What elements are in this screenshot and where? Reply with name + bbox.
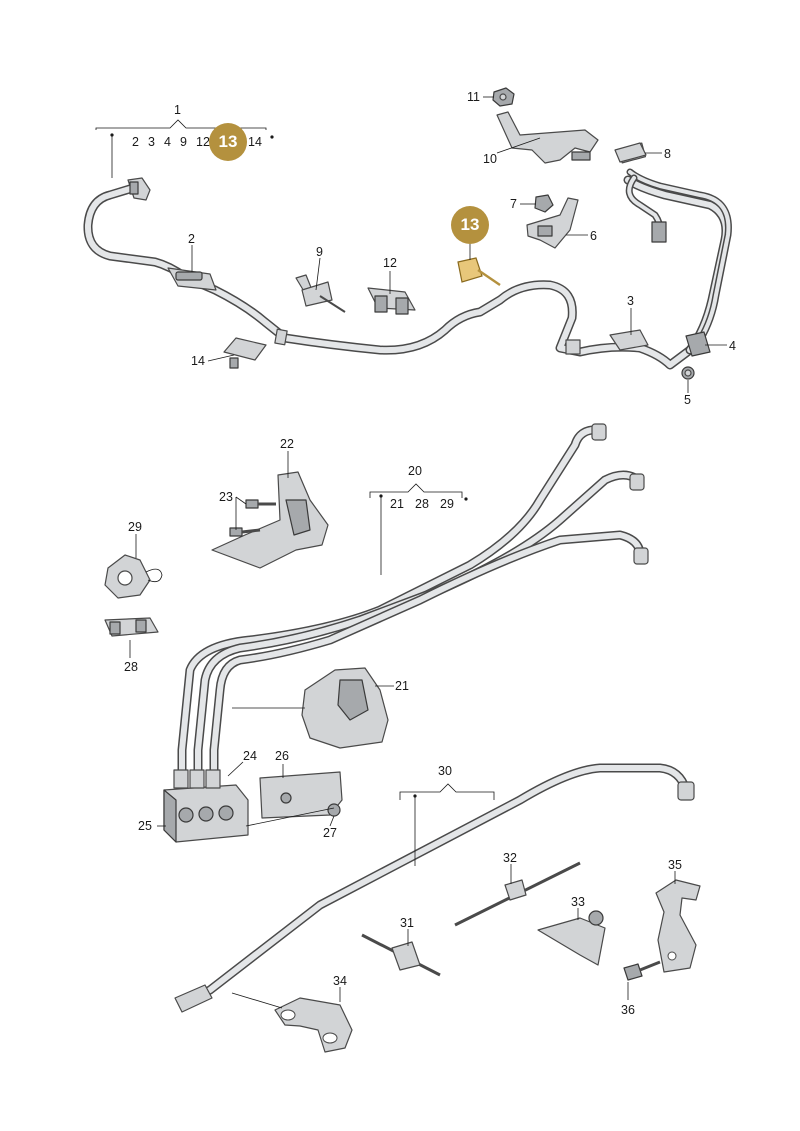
label-group1-4: 4 [164,135,171,149]
part-21-bracket [301,667,389,749]
part-13-cable-tie [457,257,501,286]
label-group20-21: 21 [390,497,404,511]
label-part-20: 20 [408,464,422,478]
brake-line-30 [174,763,695,1013]
part-11-nut [492,87,515,107]
part-35-bracket [655,879,701,973]
label-part-28: 28 [124,660,138,674]
label-group1-3: 3 [148,135,155,149]
label-part-6: 6 [590,229,597,243]
part-6-bracket [526,197,579,249]
label-part-32: 32 [503,851,517,865]
label-part-36: 36 [621,1003,635,1017]
label-group1-14: 14 [248,135,262,149]
part-22-bracket [211,471,329,569]
label-part-29: 29 [128,520,142,534]
part-10-bracket [496,111,599,164]
label-part-9: 9 [316,245,323,259]
label-part-25: 25 [138,819,152,833]
part-28-clip [104,617,159,637]
part-32-tie [454,861,581,927]
label-part-23: 23 [219,490,233,504]
label-part-1: 1 [174,103,181,117]
label-part-8: 8 [664,147,671,161]
label-part-24: 24 [243,749,257,763]
part-36-bolt [623,960,661,981]
part-29-bracket [104,554,163,599]
part-25-block [163,769,249,843]
part-34-bracket [274,997,353,1053]
label-group1-2: 2 [132,135,139,149]
label-part-10: 10 [483,152,497,166]
label-part-5: 5 [684,393,691,407]
label-part-11: 11 [467,90,480,104]
part-31-tie [361,933,441,977]
label-group20-29: 29 [440,497,454,511]
label-part-35: 35 [668,858,682,872]
part-9-tie [295,274,346,313]
label-part-31: 31 [400,916,414,930]
line-clips [274,142,711,357]
label-group1-9: 9 [180,135,187,149]
part-5-nut [681,366,695,380]
label-part-33: 33 [571,895,585,909]
label-part-14: 14 [191,354,205,368]
leader-lines [95,96,727,1009]
brake-lines-20 [177,425,645,780]
part-2-clip [167,267,217,291]
label-part-4: 4 [729,339,736,353]
line-ends-20 [591,423,649,565]
part-8-clip [614,142,647,163]
label-part-26: 26 [275,749,289,763]
part-33-bracket [537,910,606,966]
label-group20-28: 28 [415,497,429,511]
callout-badge-13-top: 13 [209,123,247,161]
label-part-2: 2 [188,232,195,246]
part-14-clip [223,337,267,369]
part-7-nut [534,194,554,213]
label-part-3: 3 [627,294,634,308]
label-part-30: 30 [438,764,452,778]
label-part-34: 34 [333,974,347,988]
label-part-22: 22 [280,437,294,451]
part-12-clip [367,287,416,315]
callout-badge-13: 13 [451,206,489,244]
label-part-27: 27 [323,826,337,840]
part-27-screw [327,803,341,817]
label-part-21: 21 [395,679,409,693]
label-group1-12: 12 [196,135,210,149]
line-end-fitting [127,177,151,201]
label-part-12: 12 [383,256,397,270]
label-part-7: 7 [510,197,517,211]
